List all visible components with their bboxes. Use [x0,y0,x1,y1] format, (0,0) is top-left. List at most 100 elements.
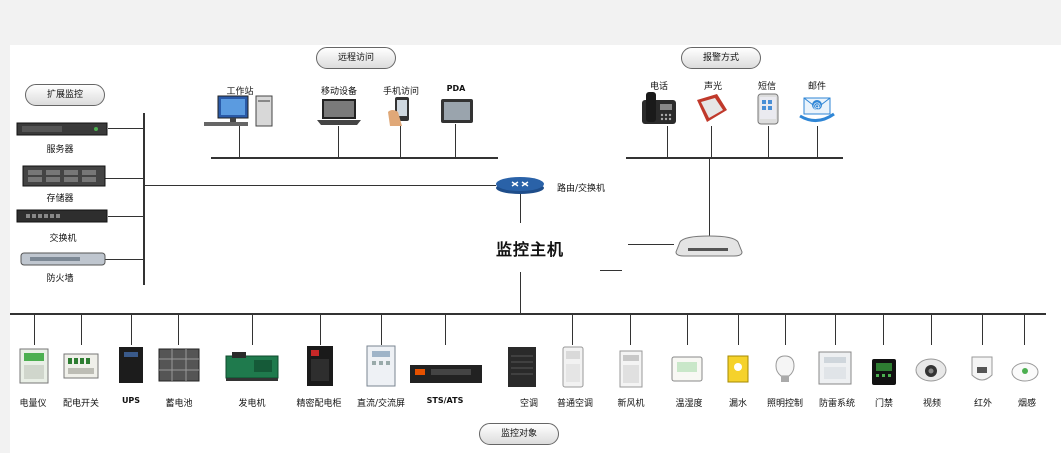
remote-drop-phone [400,126,401,157]
router-to-host-line [520,193,521,223]
field-drop-water [738,315,739,345]
mobile-label: 移动设备 [320,87,358,97]
ext-to-router-line [144,185,496,186]
access-control-label: 门禁 [874,399,894,409]
video-label: 视频 [922,399,942,409]
sts-ats-label: STS/ATS [426,396,464,405]
fresh-air-unit-label: 新风机 [617,399,645,409]
pda-icon [441,99,473,123]
video-camera-icon [915,358,947,382]
field-drop-meter [34,315,35,345]
pda-label: PDA [446,84,466,93]
router-switch-icon [496,177,544,194]
field-drop-normal-ac [572,315,573,345]
field-bus-line [10,313,1046,315]
field-drop-lightning [835,315,836,345]
access-control-icon [872,359,896,385]
field-drop-battery [178,315,179,345]
extended-monitoring-pill: 扩展监控 [25,84,105,106]
field-drop-temp [687,315,688,345]
normal-ac-icon [562,346,584,388]
router-switch-label: 路由/交换机 [557,184,606,194]
distribution-switch-icon [63,353,99,379]
field-drop-cabinet [320,315,321,345]
water-leak-label: 漏水 [728,399,748,409]
precision-cabinet-label: 精密配电柜 [296,399,342,409]
network-switch-label: 交换机 [49,234,77,244]
lighting-control-label: 照明控制 [766,399,804,409]
normal-ac-label: 普通空调 [556,399,594,409]
remote-drop-mobile [338,126,339,157]
storage-icon [22,165,106,187]
sms-icon [757,93,779,125]
server-label: 服务器 [46,145,74,155]
distribution-switch-label: 配电开关 [62,399,100,409]
fresh-air-unit-icon [619,350,643,388]
remote-access-pill: 远程访问 [316,47,396,69]
server-icon [16,122,108,136]
field-drop-generator [252,315,253,345]
network-switch-icon [16,209,108,223]
alarm-drop-email [817,126,818,157]
lightning-protection-label: 防雷系统 [818,399,856,409]
power-meter-icon [19,348,49,384]
field-drop-sts [445,315,446,345]
monitoring-host-label: 监控主机 [496,240,565,259]
phone-access-icon [388,97,409,126]
firewall-icon [20,252,106,266]
host-to-modem-line [628,244,674,245]
ups-label: UPS [121,396,141,405]
ext-drop-firewall [104,259,144,260]
alarm-drop-sms [768,126,769,157]
sound-light-label: 声光 [703,82,723,92]
workstation-icon [204,95,273,127]
generator-label: 发电机 [238,399,266,409]
sms-label: 短信 [757,82,777,92]
workstation-label: 工作站 [226,87,254,97]
water-leak-sensor-icon [727,355,749,383]
ext-drop-switch [108,216,144,217]
lightning-protection-icon [818,351,852,385]
extended-bus-line [143,113,145,285]
gsm-modem-icon [675,235,743,257]
field-drop-infrared [982,315,983,345]
infrared-label: 红外 [973,399,993,409]
firewall-label: 防火墙 [46,274,74,284]
field-drop-ups [131,315,132,345]
field-drop-access [883,315,884,345]
sts-ats-icon [410,365,482,383]
email-icon: @ [799,97,835,122]
remote-drop-workstation [239,126,240,157]
ext-drop-storage [104,178,144,179]
field-drop-video [931,315,932,345]
monitored-objects-pill: 监控对象 [479,423,559,445]
remote-bus-line [211,157,498,159]
alarm-methods-pill: 报警方式 [681,47,761,69]
svg-text:@: @ [813,101,821,110]
field-drop-dcac [381,315,382,345]
alarm-drop-sound [711,126,712,157]
battery-label: 蓄电池 [165,399,193,409]
temp-humidity-sensor-icon [671,356,703,382]
storage-label: 存储器 [46,194,74,204]
alarm-bus-line [626,157,843,159]
remote-drop-pda [455,124,456,157]
infrared-sensor-icon [971,356,993,381]
dc-ac-panel-label: 直流/交流屏 [356,399,406,409]
telephone-icon [642,92,676,124]
alarm-drop-telephone [667,126,668,157]
smoke-detector-icon [1011,362,1039,382]
field-drop-fresh-air [630,315,631,345]
email-label: 邮件 [807,82,827,92]
battery-icon [158,348,200,382]
dc-ac-panel-icon [366,345,396,387]
host-side-line [600,270,622,271]
host-to-field-line [520,272,521,314]
ext-drop-server [108,128,144,129]
sound-light-alarm-icon [697,94,727,122]
laptop-icon [317,99,361,125]
generator-icon [225,352,279,381]
lighting-control-icon [775,355,795,382]
alarm-to-modem-line [709,158,710,240]
